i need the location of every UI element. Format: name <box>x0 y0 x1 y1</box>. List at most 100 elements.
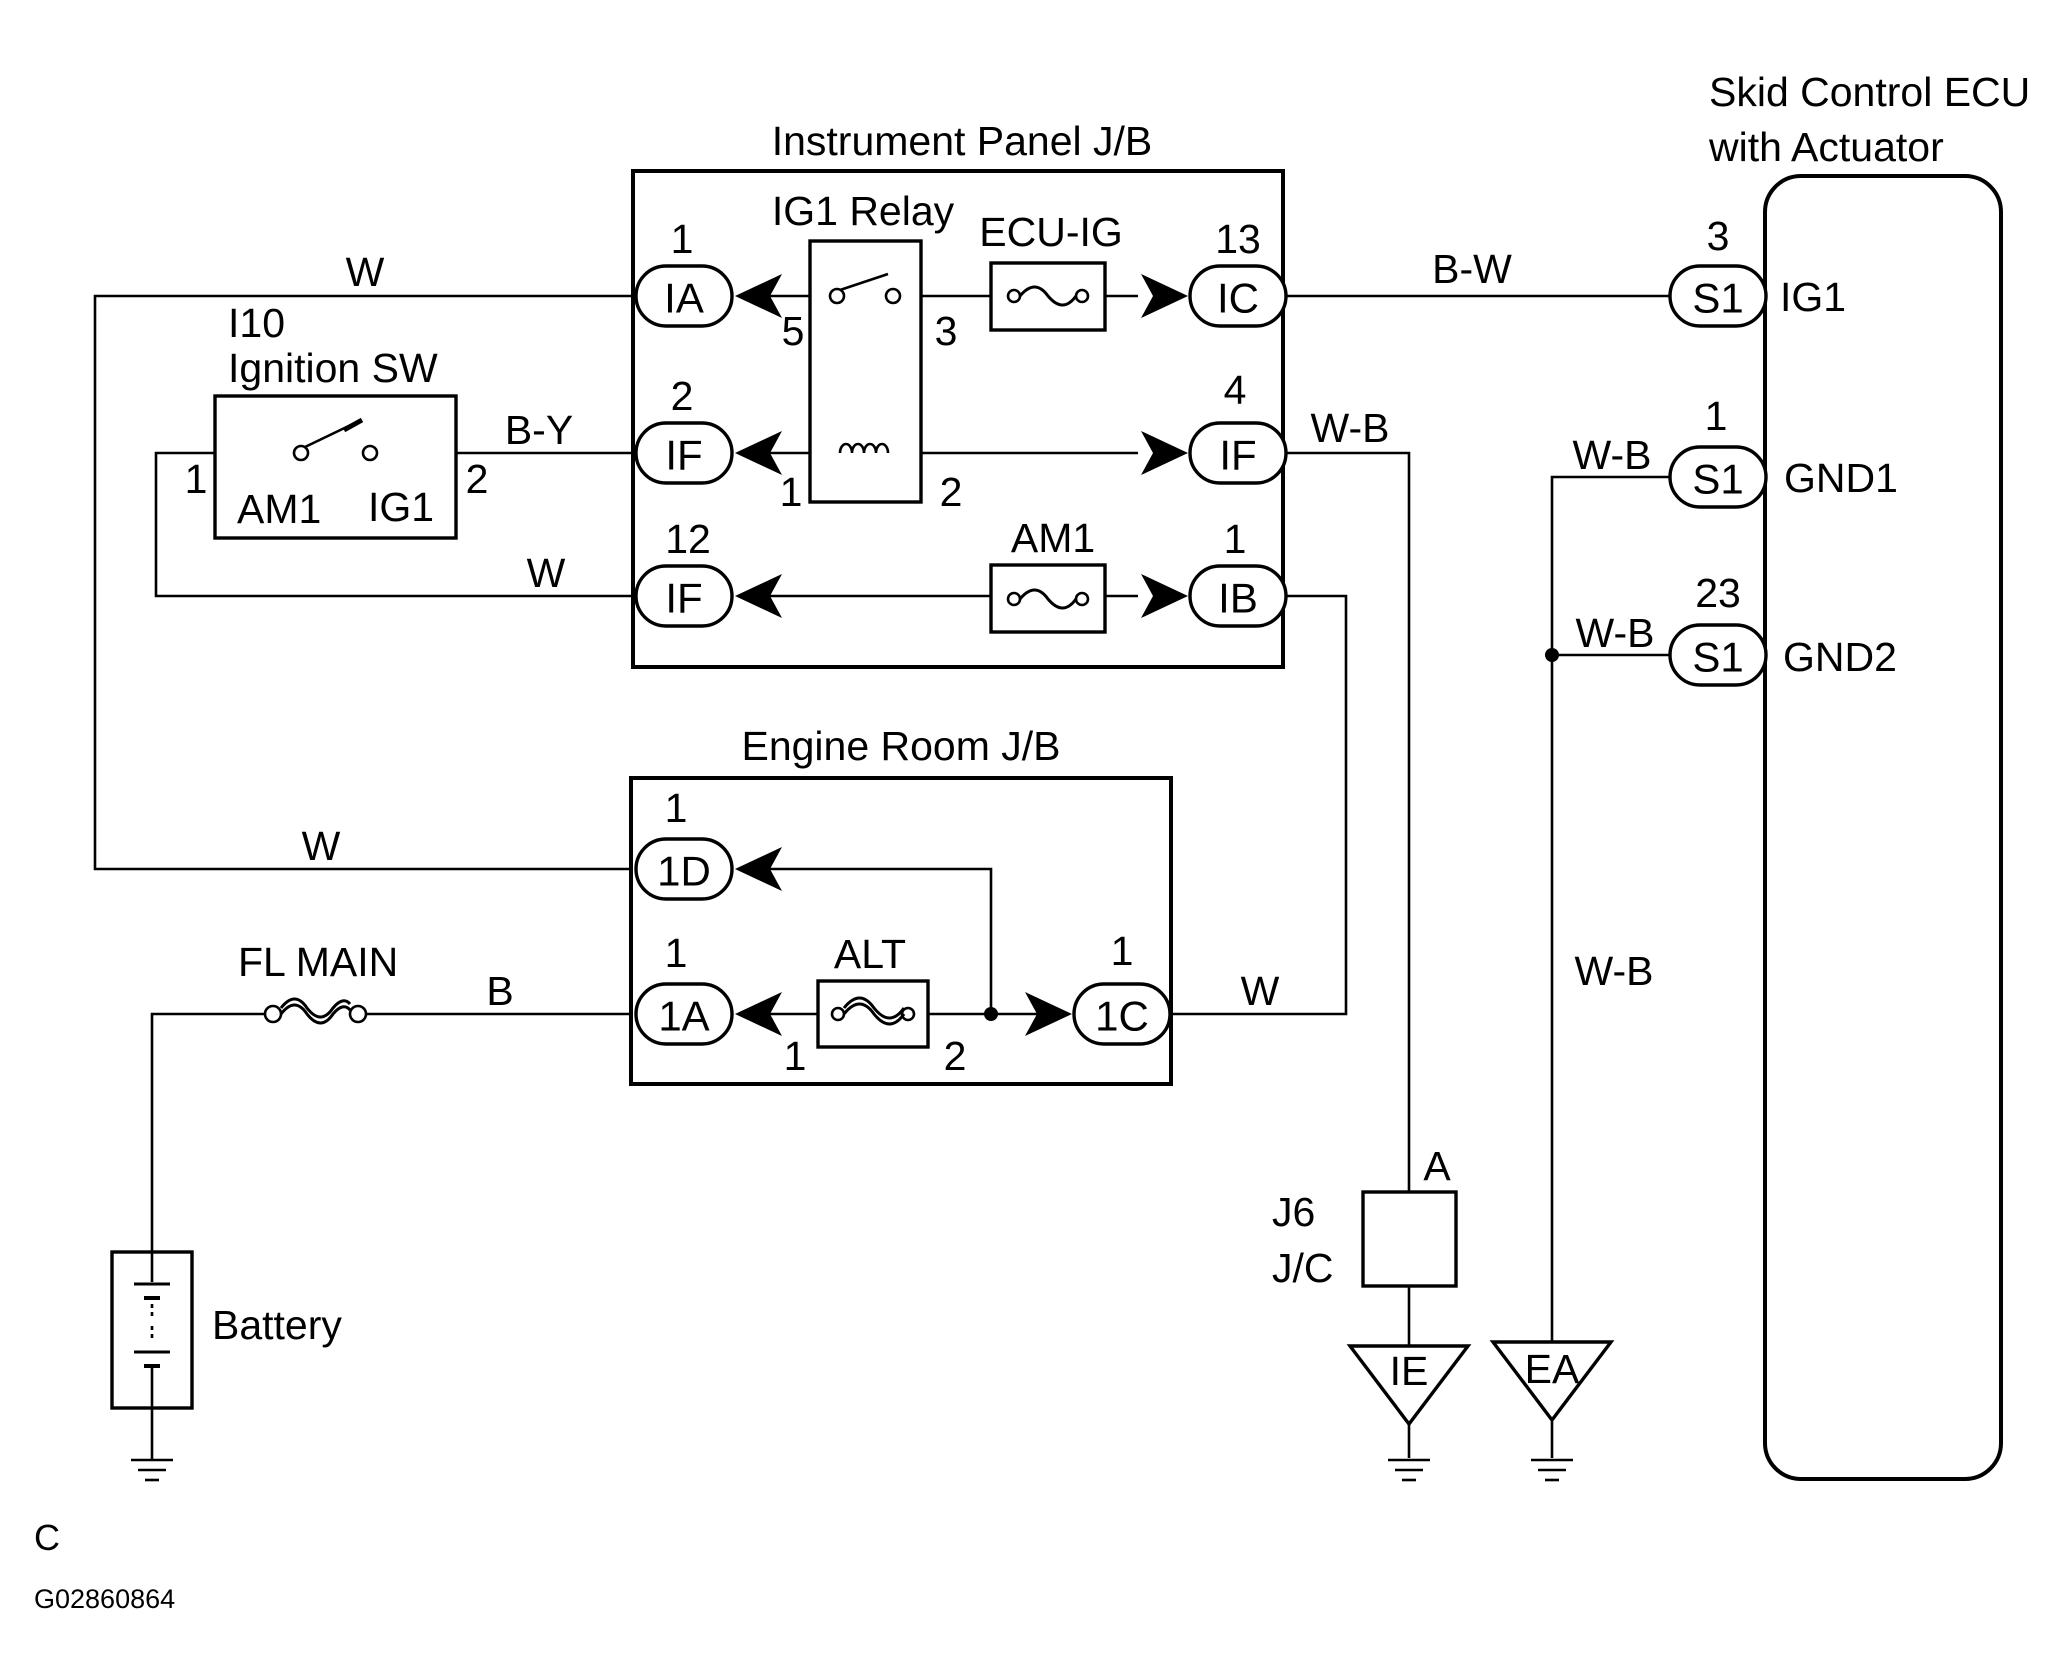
wire-label-wb-if4: W-B <box>1311 405 1390 451</box>
relay-switch-arm <box>839 272 889 292</box>
connector-ib <box>1188 564 1288 628</box>
connector-if-2 <box>634 421 734 485</box>
instrument-panel-jb: Instrument Panel J/B IG1 Relay 5 3 1 2 E… <box>631 118 1288 669</box>
ecu-ig-label: ECU-IG <box>979 209 1123 255</box>
wire-w-if12 <box>154 451 635 598</box>
wire-label-wb-gnd1: W-B <box>1573 432 1652 478</box>
wire-w-ia-1d <box>93 294 635 871</box>
jc-code: J6 <box>1272 1189 1315 1235</box>
ecu-terminal-gnd2: GND2 <box>1783 634 1897 680</box>
wire-label-w-1d: W <box>302 823 341 869</box>
ground-ea: EA <box>1489 1340 1615 1482</box>
ground-ie: IE <box>1346 1344 1472 1482</box>
ecu-connector-gnd1 <box>1668 445 1768 509</box>
wire-w-1c-ib <box>1170 594 1348 1016</box>
er-splice <box>984 1007 998 1021</box>
ecu-terminal-ig1: IG1 <box>1780 274 1846 320</box>
wire-wb-if4 <box>1282 451 1411 1192</box>
connector-1d <box>634 837 734 901</box>
alt-pin-1: 1 <box>784 1033 807 1079</box>
ecu-title-line1: Skid Control ECU <box>1709 69 2030 115</box>
wire-label-b: B <box>486 968 513 1014</box>
wire-wb-gnd1 <box>1550 475 1675 1342</box>
fl-main-label: FL MAIN <box>238 939 398 985</box>
wire-b-battery <box>150 1012 273 1252</box>
arrow-if-4 <box>1141 431 1188 475</box>
arrow-1d <box>735 847 782 891</box>
connector-1a-pin: 1 <box>665 930 688 976</box>
ecu-connector-ig1-pin: 3 <box>1707 213 1730 259</box>
junction-connector-j6: A J6 J/C <box>1272 1143 1458 1291</box>
ecu-box <box>1763 174 2003 1481</box>
ecu-connector-gnd1-label: S1 <box>1692 456 1743 503</box>
figure-id: G02860864 <box>34 1584 175 1614</box>
ignition-switch: I10 Ignition SW AM1 IG1 1 2 <box>185 300 489 540</box>
relay-pin-3: 3 <box>935 308 958 354</box>
battery: Battery <box>110 1250 342 1410</box>
ignition-switch-pin-1: 1 <box>185 456 208 502</box>
relay-pin-2: 2 <box>940 469 963 515</box>
ecu-connector-ig1-label: S1 <box>1692 275 1743 322</box>
skid-control-ecu: Skid Control ECU with Actuator S1 3 IG1 … <box>1668 69 2030 1481</box>
connector-1d-label: 1D <box>657 848 711 895</box>
jc-name: J/C <box>1272 1245 1334 1291</box>
wire-label-bw: B-W <box>1432 246 1512 292</box>
ecu-connector-gnd2-pin: 23 <box>1695 570 1741 616</box>
connector-if-2-pin: 2 <box>671 373 694 419</box>
jc-pin-a: A <box>1423 1143 1451 1189</box>
alt-pin-2: 2 <box>944 1033 967 1079</box>
wire-label-w-ia: W <box>346 249 385 295</box>
connector-ic-pin: 13 <box>1215 216 1261 262</box>
ecu-connector-gnd1-pin: 1 <box>1705 393 1728 439</box>
ignition-switch-contact-right <box>361 444 379 462</box>
ignition-switch-term-ig1: IG1 <box>368 484 434 530</box>
wire-label-w-1c: W <box>1241 968 1280 1014</box>
arrow-ia <box>735 274 782 318</box>
connector-if-12 <box>634 564 734 628</box>
relay-contact-left <box>828 287 846 305</box>
relay-pin-5: 5 <box>782 308 805 354</box>
ignition-switch-contact-left <box>292 444 310 462</box>
am1-fuse-label: AM1 <box>1011 515 1095 561</box>
gnd-splice <box>1545 648 1559 662</box>
alt-fuse-label: ALT <box>834 931 906 977</box>
arrow-ib <box>1141 574 1188 618</box>
wire-label-w-if12: W <box>527 550 566 596</box>
ignition-switch-pin-2: 2 <box>466 456 489 502</box>
relay-pin-1: 1 <box>780 469 803 515</box>
connector-if-12-pin: 12 <box>665 516 711 562</box>
ecu-connector-gnd2 <box>1668 623 1768 687</box>
wire-label-wb-vertical: W-B <box>1575 948 1654 994</box>
ecu-terminal-gnd1: GND1 <box>1784 455 1898 501</box>
connector-ia-pin: 1 <box>671 216 694 262</box>
ig1-relay <box>808 239 923 504</box>
ecu-connector-ig1 <box>1668 264 1768 328</box>
jc-box <box>1361 1190 1458 1288</box>
footer-letter: C <box>34 1517 60 1558</box>
connector-1d-pin: 1 <box>665 785 688 831</box>
relay-coil <box>838 442 890 454</box>
arrow-1c <box>1025 992 1072 1036</box>
connector-1a <box>634 982 734 1046</box>
ground-battery <box>131 1458 173 1482</box>
arrow-ic <box>1141 274 1188 318</box>
connector-ia <box>634 264 734 328</box>
wire-label-wb-gnd2: W-B <box>1576 610 1655 656</box>
ground-point-ie <box>1346 1344 1472 1427</box>
wire-color-labels: W B-Y W W B W B-W W-B W-B W-B W-B <box>302 246 1655 1014</box>
ground-ea-label: EA <box>1525 1346 1580 1392</box>
ecu-connector-gnd2-label: S1 <box>1692 634 1743 681</box>
ig1-relay-title: IG1 Relay <box>772 188 955 234</box>
ignition-switch-term-am1: AM1 <box>237 486 321 532</box>
ground-ie-label: IE <box>1390 1348 1429 1394</box>
connector-ic <box>1188 264 1288 328</box>
fl-main-fusible-link: FL MAIN <box>238 939 398 1025</box>
connector-1c <box>1072 982 1172 1046</box>
er-wire-1d <box>770 867 993 1014</box>
connector-1c-pin: 1 <box>1111 928 1134 974</box>
ignition-switch-box <box>213 394 458 540</box>
connector-ia-label: IA <box>664 275 704 322</box>
wires <box>93 294 1675 1460</box>
wire-label-by: B-Y <box>505 407 573 453</box>
